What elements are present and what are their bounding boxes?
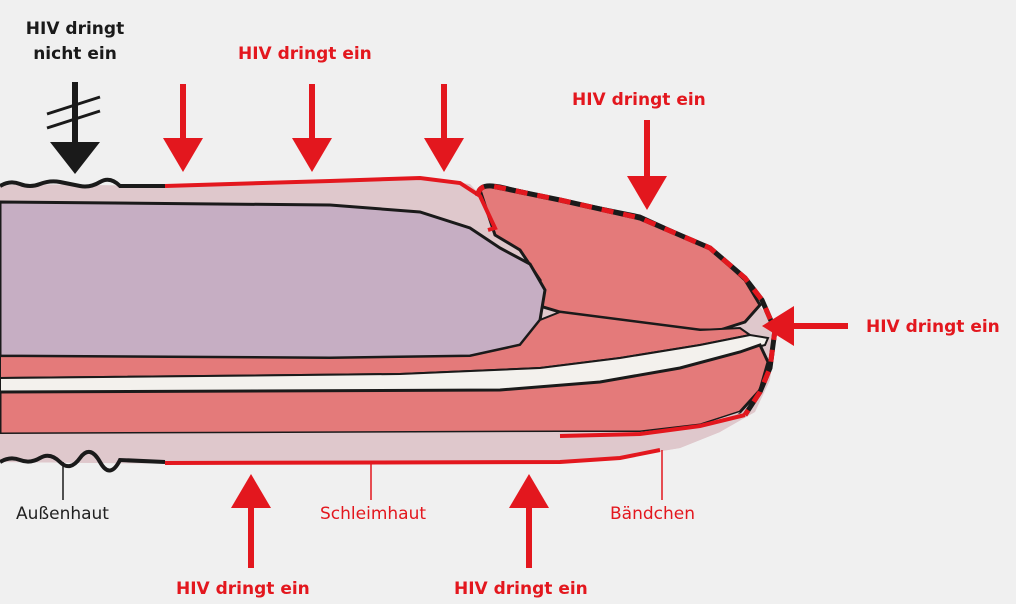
- entry-arrow-top-2: [292, 84, 332, 172]
- outer-skin-outline-top: [0, 180, 165, 187]
- entry-label-tip: HIV dringt ein: [866, 315, 1000, 340]
- no-entry-label-line2: nicht ein: [20, 42, 130, 67]
- frenulum-label: Bändchen: [610, 503, 695, 525]
- entry-arrow-top-1: [163, 84, 203, 172]
- no-entry-label: HIV dringt nicht ein: [20, 17, 130, 67]
- entry-arrow-top-3: [424, 84, 464, 172]
- entry-label-bottom-right: HIV dringt ein: [454, 577, 588, 602]
- no-entry-label-line1: HIV dringt: [20, 17, 130, 42]
- outer-skin-label: Außenhaut: [16, 503, 109, 525]
- mucosa-label: Schleimhaut: [320, 503, 426, 525]
- shaft: [0, 202, 545, 358]
- entry-label-glans-top: HIV dringt ein: [572, 88, 706, 113]
- entry-label-top: HIV dringt ein: [238, 42, 372, 67]
- entry-arrow-bottom-1: [231, 474, 271, 568]
- entry-arrow-glans-top: [627, 120, 667, 210]
- entry-label-bottom-left: HIV dringt ein: [176, 577, 310, 602]
- no-entry-arrow: [47, 82, 100, 174]
- entry-arrow-bottom-2: [509, 474, 549, 568]
